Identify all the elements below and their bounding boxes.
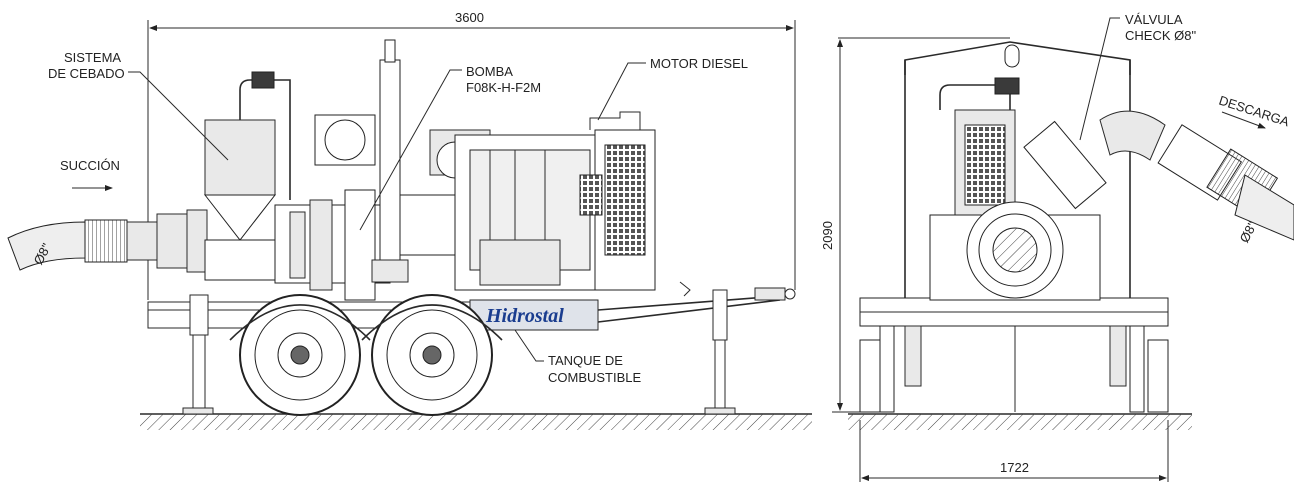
dimension-line-width (859, 420, 1169, 482)
wheel-front (361, 294, 503, 416)
front-frame (859, 41, 1169, 413)
ground-side-view (140, 413, 812, 430)
svg-text:SUCCIÓN: SUCCIÓN (60, 158, 120, 173)
svg-text:VÁLVULA: VÁLVULA (1125, 12, 1183, 27)
label-suction: SUCCIÓN (60, 158, 120, 191)
label-check-valve: VÁLVULA CHECK Ø8" (1079, 12, 1196, 141)
label-fuel-tank: TANQUE DE COMBUSTIBLE (514, 329, 642, 385)
diesel-engine (399, 111, 656, 291)
svg-text:BOMBA: BOMBA (466, 64, 513, 79)
svg-text:DE CEBADO: DE CEBADO (48, 66, 125, 81)
svg-text:CHECK Ø8": CHECK Ø8" (1125, 28, 1196, 43)
svg-text:TANQUE DE: TANQUE DE (548, 353, 623, 368)
ground-front-view (848, 413, 1192, 430)
front-support-leg (182, 294, 214, 415)
dimension-width: 1722 (1000, 460, 1029, 475)
wheel-rear (229, 294, 371, 416)
svg-text:F08K-H-F2M: F08K-H-F2M (466, 80, 541, 95)
discharge-hose (1099, 110, 1294, 241)
svg-text:SISTEMA: SISTEMA (64, 50, 121, 65)
hidrostal-logo: Hidrostal (485, 305, 564, 327)
label-discharge: DESCARGA (1217, 93, 1291, 130)
front-engine-pump (929, 77, 1107, 301)
label-diesel-engine: MOTOR DIESEL (597, 56, 748, 121)
svg-text:COMBUSTIBLE: COMBUSTIBLE (548, 370, 642, 385)
fuel-tank: Hidrostal (469, 299, 599, 331)
svg-text:MOTOR DIESEL: MOTOR DIESEL (650, 56, 748, 71)
dimension-line-height (832, 37, 1010, 413)
dimension-length: 3600 (455, 10, 484, 25)
label-priming-system: SISTEMA DE CEBADO (48, 50, 229, 161)
dimension-line-length (147, 20, 796, 300)
suction-hose (7, 209, 208, 273)
front-view: 2090 1722 (820, 12, 1294, 482)
priming-system (203, 71, 291, 281)
pump (274, 39, 409, 301)
label-pump: BOMBA F08K-H-F2M (359, 64, 541, 231)
side-view: 3600 Hidrostal (7, 10, 812, 430)
dimension-height: 2090 (820, 221, 835, 250)
